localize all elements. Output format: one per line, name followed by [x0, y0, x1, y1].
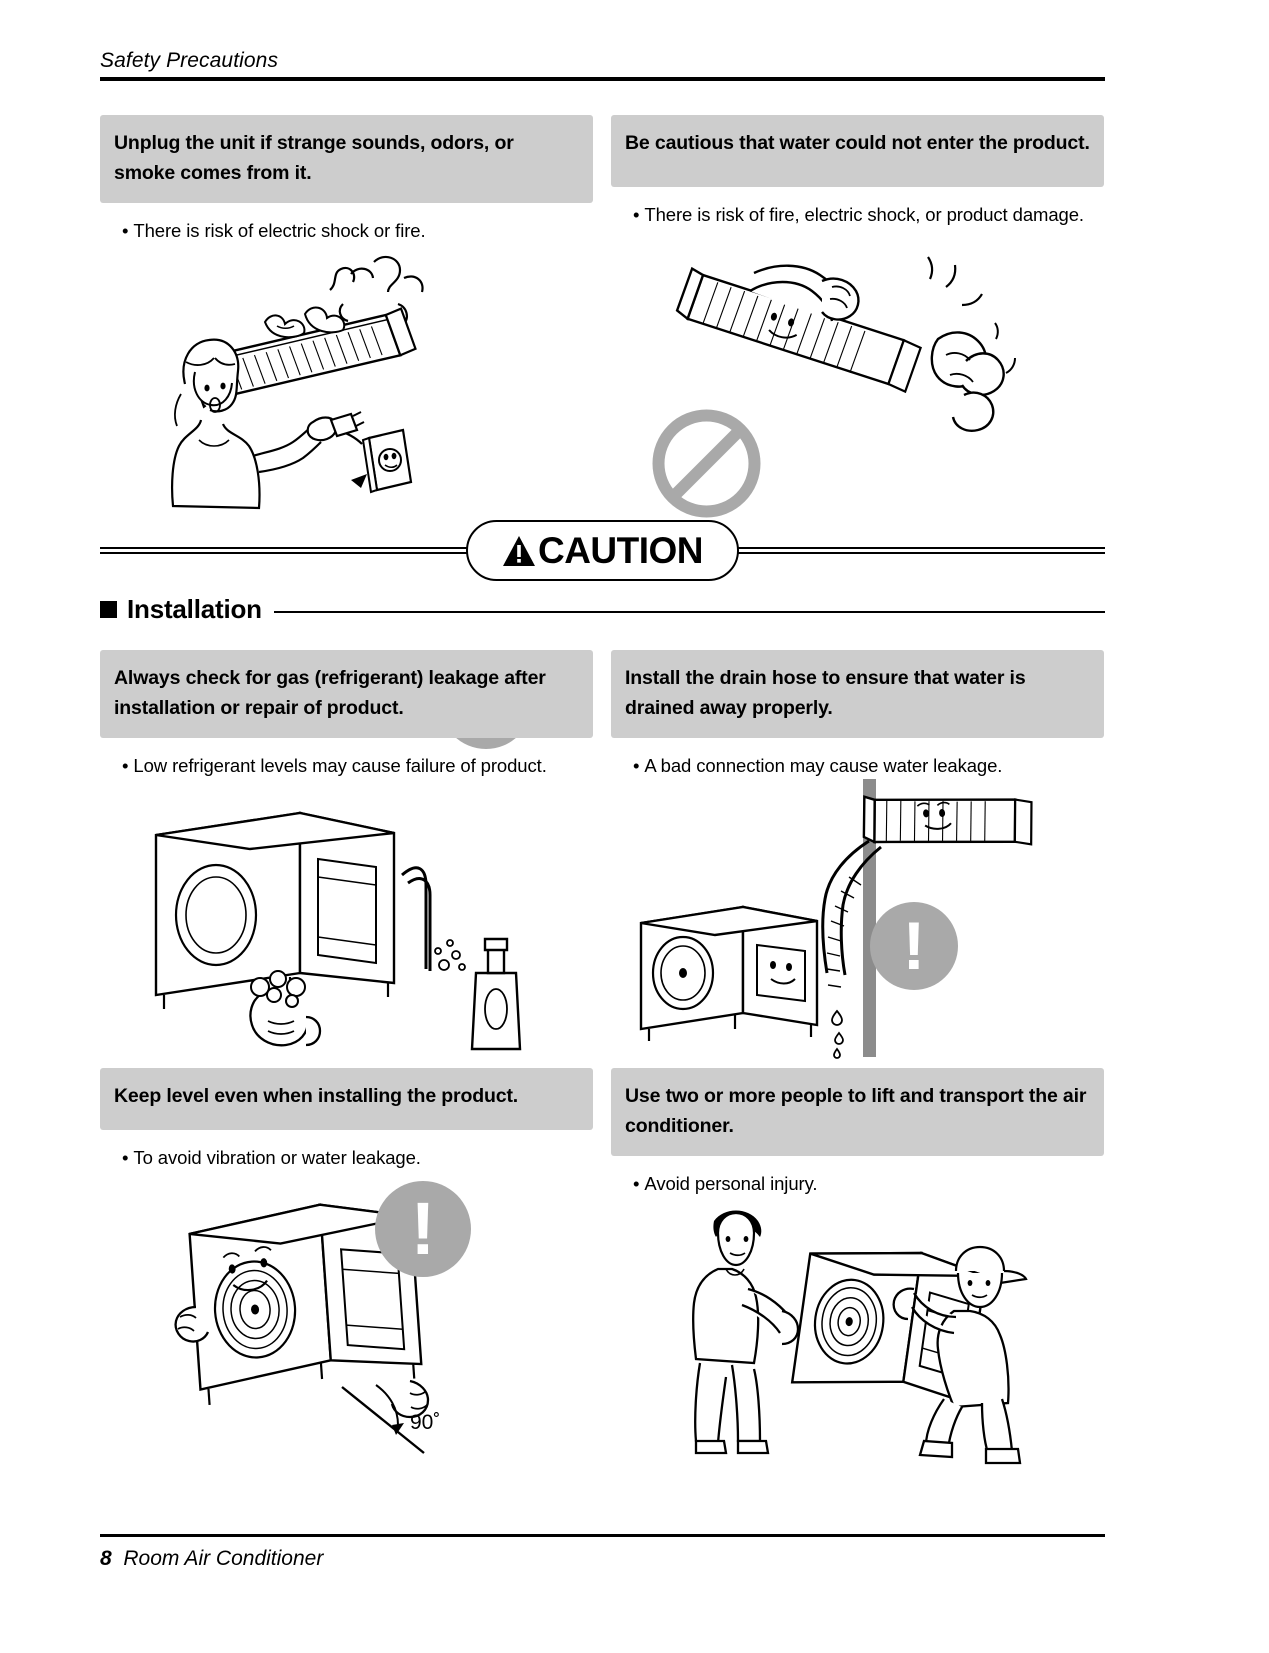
- list-item: Avoid personal injury.: [633, 1170, 1100, 1197]
- installation-item-drain-hose: Install the drain hose to ensure that wa…: [611, 650, 1104, 1059]
- caution-rule-left: [100, 547, 492, 554]
- installation-row-2: Keep level even when installing the prod…: [100, 1068, 1105, 1497]
- installation-item-gas-leak: Always check for gas (refrigerant) leaka…: [100, 650, 593, 1059]
- warning-triangle-icon: [502, 535, 535, 566]
- page-footer: 8 Room Air Conditioner: [100, 1534, 1105, 1573]
- warning-heading-box: Unplug the unit if strange sounds, odors…: [100, 115, 593, 203]
- illustration-woman-unplugging: !: [100, 244, 593, 749]
- warning-item-unplug: Unplug the unit if strange sounds, odors…: [100, 115, 593, 749]
- illustration-keep-level: ! 90˚: [100, 1171, 593, 1471]
- running-head-title: Safety Precautions: [100, 49, 279, 72]
- installation-item-two-people: Use two or more people to lift and trans…: [611, 1068, 1104, 1497]
- installation-item-keep-level: Keep level even when installing the prod…: [100, 1068, 593, 1497]
- exclamation-badge: !: [870, 902, 958, 990]
- filled-square-bullet-icon: [100, 600, 117, 618]
- illustration-drain-hose: !: [611, 779, 1104, 1059]
- list-item: A bad connection may cause water leakage…: [633, 752, 1100, 779]
- prohibition-icon: [652, 409, 761, 518]
- running-head: Safety Precautions: [100, 48, 1105, 81]
- warning-heading-text: Be cautious that water could not enter t…: [625, 132, 1090, 154]
- installation-heading-box: Install the drain hose to ensure that wa…: [611, 650, 1104, 738]
- installation-bullet-list: To avoid vibration or water leakage.: [100, 1130, 593, 1171]
- list-item: Low refrigerant levels may cause failure…: [122, 752, 589, 779]
- warning-row: Unplug the unit if strange sounds, odors…: [100, 115, 1105, 749]
- installation-heading-text: Keep level even when installing the prod…: [114, 1085, 519, 1107]
- running-head-rule: [100, 77, 1105, 81]
- angle-annotation: 90˚: [410, 1411, 441, 1434]
- caution-banner: CAUTION: [100, 520, 1105, 582]
- section-rule: [273, 611, 1105, 613]
- installation-heading-box: Keep level even when installing the prod…: [100, 1068, 593, 1130]
- section-title: Installation: [127, 593, 262, 624]
- installation-row-1: Always check for gas (refrigerant) leaka…: [100, 650, 1105, 1059]
- list-item: There is risk of fire, electric shock, o…: [633, 201, 1100, 228]
- installation-heading-text: Install the drain hose to ensure that wa…: [625, 667, 1026, 719]
- exclamation-badge: !: [375, 1181, 471, 1277]
- installation-heading-text: Always check for gas (refrigerant) leaka…: [114, 667, 546, 719]
- illustration-two-people-lifting: [611, 1197, 1104, 1497]
- installation-heading-box: Use two or more people to lift and trans…: [611, 1068, 1104, 1156]
- warning-bullet-list: There is risk of electric shock or fire.: [100, 203, 593, 244]
- installation-section-header: Installation: [100, 590, 1105, 628]
- illustration-gas-leak-check: [100, 779, 593, 1059]
- installation-heading-box: Always check for gas (refrigerant) leaka…: [100, 650, 593, 738]
- page-number: 8: [100, 1547, 112, 1570]
- list-item: There is risk of electric shock or fire.: [122, 217, 589, 244]
- footer-text: 8 Room Air Conditioner: [100, 1545, 1105, 1573]
- warning-item-water: Be cautious that water could not enter t…: [611, 115, 1104, 519]
- installation-bullet-list: Avoid personal injury.: [611, 1156, 1104, 1197]
- product-name: Room Air Conditioner: [123, 1547, 324, 1570]
- warning-bullet-list: There is risk of fire, electric shock, o…: [611, 187, 1104, 228]
- caution-label: CAUTION: [537, 530, 704, 571]
- caution-pill: CAUTION: [466, 520, 739, 581]
- installation-bullet-list: Low refrigerant levels may cause failure…: [100, 738, 593, 779]
- installation-bullet-list: A bad connection may cause water leakage…: [611, 738, 1104, 779]
- caution-rule-right: [713, 547, 1105, 554]
- footer-rule: [100, 1534, 1105, 1537]
- warning-heading-box: Be cautious that water could not enter t…: [611, 115, 1104, 187]
- warning-heading-text: Unplug the unit if strange sounds, odors…: [114, 132, 514, 184]
- list-item: To avoid vibration or water leakage.: [122, 1144, 589, 1171]
- installation-heading-text: Use two or more people to lift and trans…: [625, 1085, 1087, 1137]
- illustration-water-on-unit: [611, 228, 1104, 518]
